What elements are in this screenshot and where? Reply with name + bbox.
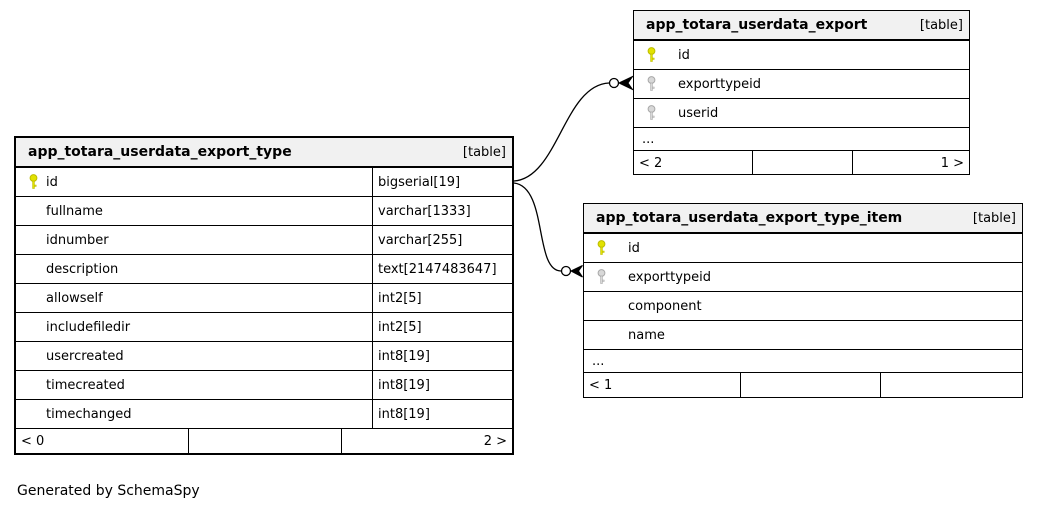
table-title: app_totara_userdata_export_type xyxy=(28,144,292,160)
column-type: bigserial[19] xyxy=(372,168,512,196)
table-node-export-type-item[interactable]: app_totara_userdata_export_type_item [ta… xyxy=(583,203,1023,398)
column-row: id xyxy=(634,41,969,70)
table-title: app_totara_userdata_export_type_item xyxy=(596,210,903,226)
primary-key-icon xyxy=(597,240,606,255)
table-footer: < 1 xyxy=(584,373,1022,397)
footer-parents-count: 1 > xyxy=(940,155,964,171)
column-row: id bigserial[19] xyxy=(16,168,512,197)
column-name: description xyxy=(46,261,119,277)
column-name: usercreated xyxy=(46,348,124,364)
footer-middle-cell xyxy=(753,151,853,175)
column-row: usercreated int8[19] xyxy=(16,342,512,371)
table-type-label: [table] xyxy=(462,144,506,160)
edge-export-exporttypeid xyxy=(513,82,610,182)
column-name: id xyxy=(678,47,690,63)
footer-children-count: < 1 xyxy=(584,373,741,397)
more-columns-marker: ... xyxy=(634,128,969,151)
table-footer: < 0 2 > xyxy=(16,429,512,453)
generator-note: Generated by SchemaSpy xyxy=(17,483,200,499)
column-type: varchar[255] xyxy=(372,226,512,254)
column-row: description text[2147483647] xyxy=(16,255,512,284)
more-columns-marker: ... xyxy=(584,350,1022,373)
column-name: timechanged xyxy=(46,406,132,422)
edge-endpoint-circle xyxy=(608,77,620,89)
column-name: exporttypeid xyxy=(628,269,712,285)
column-row: component xyxy=(584,292,1022,321)
footer-parents-count: 2 > xyxy=(483,433,507,449)
column-type: text[2147483647] xyxy=(372,255,512,283)
table-header[interactable]: app_totara_userdata_export_type [table] xyxy=(16,138,512,168)
footer-middle-cell xyxy=(741,373,881,397)
column-type: int8[19] xyxy=(372,400,512,428)
footer-children-count: < 0 xyxy=(16,429,189,453)
column-row: fullname varchar[1333] xyxy=(16,197,512,226)
column-name: fullname xyxy=(46,203,103,219)
column-row: id xyxy=(584,234,1022,263)
column-row: name xyxy=(584,321,1022,350)
column-row: timecreated int8[19] xyxy=(16,371,512,400)
table-node-export-type[interactable]: app_totara_userdata_export_type [table] … xyxy=(14,136,514,455)
edge-arrowhead xyxy=(617,75,634,91)
foreign-key-icon xyxy=(647,105,656,120)
column-type: varchar[1333] xyxy=(372,197,512,225)
column-name: id xyxy=(46,174,58,190)
table-header[interactable]: app_totara_userdata_export_type_item [ta… xyxy=(584,204,1022,234)
primary-key-icon xyxy=(29,174,38,189)
column-type: int2[5] xyxy=(372,313,512,341)
column-name: exporttypeid xyxy=(678,76,762,92)
edge-export-type-item-exporttypeid xyxy=(513,182,562,272)
column-row: includefiledir int2[5] xyxy=(16,313,512,342)
column-name: name xyxy=(628,327,665,343)
column-row: timechanged int8[19] xyxy=(16,400,512,429)
table-node-export[interactable]: app_totara_userdata_export [table] id ex… xyxy=(633,10,970,175)
table-header[interactable]: app_totara_userdata_export [table] xyxy=(634,11,969,41)
column-name: idnumber xyxy=(46,232,109,248)
edge-arrowhead xyxy=(569,265,583,278)
edge-endpoint-circle xyxy=(560,265,572,277)
primary-key-icon xyxy=(647,47,656,62)
column-name: userid xyxy=(678,105,719,121)
column-type: int8[19] xyxy=(372,342,512,370)
column-row: userid xyxy=(634,99,969,128)
footer-children-count: < 2 xyxy=(634,151,753,175)
column-row: idnumber varchar[255] xyxy=(16,226,512,255)
column-name: id xyxy=(628,240,640,256)
column-name: component xyxy=(628,298,702,314)
column-name: includefiledir xyxy=(46,319,131,335)
foreign-key-icon xyxy=(597,269,606,284)
column-name: timecreated xyxy=(46,377,125,393)
table-footer: < 2 1 > xyxy=(634,151,969,175)
column-type: int8[19] xyxy=(372,371,512,399)
column-row: allowself int2[5] xyxy=(16,284,512,313)
foreign-key-icon xyxy=(647,76,656,91)
table-title: app_totara_userdata_export xyxy=(646,17,868,33)
footer-parents-count xyxy=(881,373,1022,397)
footer-middle-cell xyxy=(189,429,342,453)
column-row: exporttypeid xyxy=(584,263,1022,292)
table-type-label: [table] xyxy=(972,210,1016,226)
column-type: int2[5] xyxy=(372,284,512,312)
column-name: allowself xyxy=(46,290,103,306)
column-row: exporttypeid xyxy=(634,70,969,99)
table-type-label: [table] xyxy=(919,17,963,33)
